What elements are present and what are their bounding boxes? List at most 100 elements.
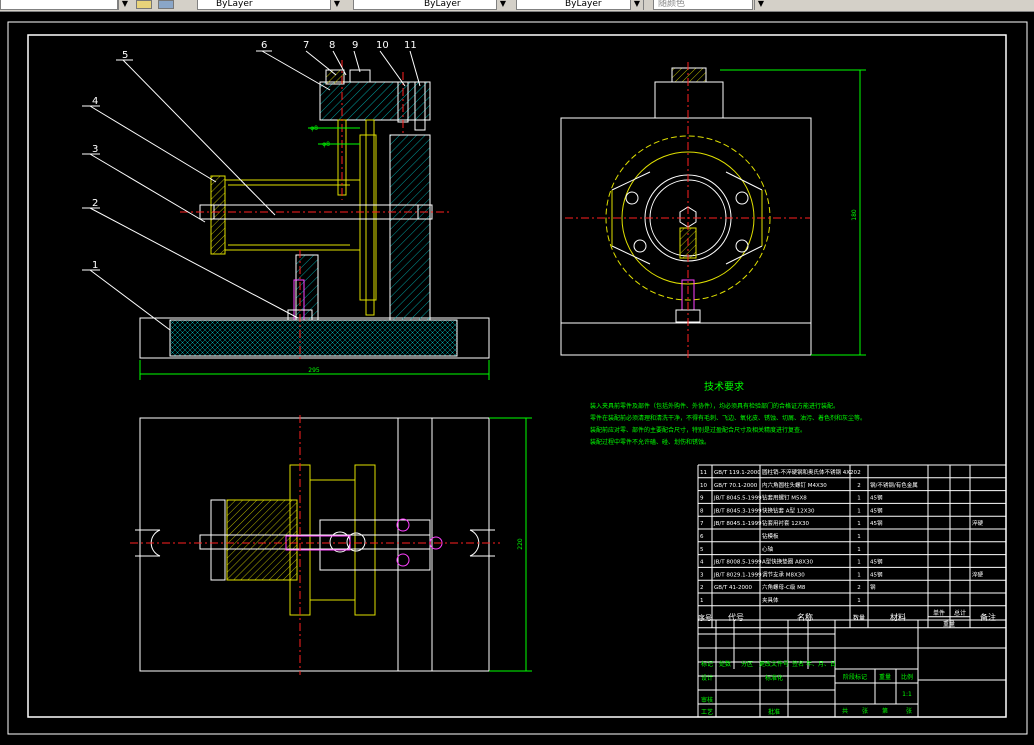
lineweight-dropdown-value: ByLayer [565,0,602,9]
bom-row-material: 45钢 [870,506,883,514]
drawing-outer-frame [7,21,1028,735]
balloon-3: 3 [92,144,98,155]
bom-header-material: 材料 [890,612,906,622]
bom-row-material: 45钢 [870,494,883,502]
bom-row-material: 钢/不锈钢/有色金属 [870,481,918,489]
layer-dropdown[interactable]: ByLayer [197,0,342,10]
color-dropdown[interactable]: 随颜色 [653,0,753,10]
bom-row-no: 11 [700,470,707,476]
bom-row-note: 淬硬 [972,570,984,578]
balloon-2: 2 [92,198,98,209]
bom-row-no: 2 [700,585,704,591]
bom-row-name: 钻模板 [762,532,779,540]
tb-zone: 分区 [741,660,753,668]
tb-count: 处数 [719,660,731,668]
bom-row-code: JB/T 8045.5-1999 [713,496,762,502]
front-view: 295 φ8 φ8 [139,60,490,380]
side-view: 180 [560,62,866,358]
dim-phi-1: φ8 [310,125,318,132]
chevron-down-icon[interactable]: ▼ [118,0,131,10]
bom-row-name: 调节支承 M8X30 [762,570,805,578]
balloon-11: 11 [404,40,417,51]
lineweight-dropdown[interactable]: ByLayer [516,0,644,10]
chevron-down-icon[interactable]: ▼ [630,0,643,10]
chevron-down-icon[interactable]: ▼ [754,0,767,10]
bom-row-name: 圆柱销-不淬硬钢和奥氏体不锈钢 4X20 [762,468,858,476]
dim-top-height: 220 [517,538,524,550]
bom-row-name: 心轴 [762,545,774,553]
bom-row-qty: 1 [857,560,861,566]
chevron-down-icon[interactable]: ▼ [330,0,343,10]
bom-row-material: 45钢 [870,558,883,566]
linetype-dropdown-value: ByLayer [424,0,461,9]
tb-std: 标准化 [765,674,783,682]
tb-sign: 签名 [792,660,804,668]
bom-row-no: 3 [700,572,704,578]
tech-line-2: 零件在装配前必须清理和清洗干净，不得有毛刺、飞边、氧化皮、锈蚀、切屑、油污、着色… [590,414,866,422]
tb-mark: 标记 [701,660,713,668]
bom-row-qty: 2 [857,483,861,489]
layer-stack-icon[interactable] [136,0,152,9]
layer-color-swatch[interactable] [0,0,118,10]
bom-row-code: JB/T 8029.1-1999 [713,572,762,578]
bom-header-unit: 单件 [933,609,945,617]
tb-stage: 阶段标记 [843,673,867,681]
bom-row-no: 8 [700,508,704,514]
top-view: 220 [130,415,532,675]
bom-header-code: 代号 [728,612,744,622]
balloon-1: 1 [92,260,98,271]
bom-row-code: GB/T 119.1-2000 [714,470,761,476]
tb-sheet-n: 张 [862,707,868,715]
bom-row-qty: 1 [857,534,861,540]
balloon-10: 10 [376,40,389,51]
tb-scale: 比例 [901,673,913,681]
tb-check: 审核 [701,696,713,704]
bom-row-qty: 1 [857,547,861,553]
bom-row-code: JB/T 8008.5-1999 [713,560,762,566]
bom-header-no: 序号 [698,613,712,622]
linetype-dropdown[interactable]: ByLayer [353,0,509,10]
properties-toolbar: ▼ ByLayer ▼ ByLayer ▼ ByLayer ▼ 随颜色 ▼ [0,0,1034,12]
bom-row-no: 1 [700,598,704,604]
bom-row-qty: 1 [857,521,861,527]
balloon-8: 8 [329,40,335,51]
bom-row-name: 快换钻套 A型 12X30 [762,506,815,514]
bom-header-note: 备注 [980,612,996,622]
bom-row-qty: 2 [857,470,861,476]
bom-row-name: A型快换垫圈 A8X30 [762,558,814,566]
tb-design: 设计 [701,674,713,682]
bom-row-qty: 1 [857,572,861,578]
bom-row-note: 淬硬 [972,519,984,527]
tb-scale-value: 1:1 [902,691,912,698]
bom-row-no: 4 [700,560,704,566]
tb-craft: 工艺 [701,708,713,716]
bom-row-name: 钻套用衬套 12X30 [762,519,810,527]
dim-front-width: 295 [308,367,320,374]
balloon-6: 6 [261,40,267,51]
color-dropdown-value: 随颜色 [658,0,686,9]
tech-line-1: 装入夹具前零件及部件（包括外购件、外协件），均必须具有检验部门的合格证方能进行装… [590,402,839,410]
tb-change: 更改文件号 [759,660,789,668]
bom-header-name: 名称 [797,612,813,622]
bom-header-qty: 数量 [853,614,865,622]
drawing-canvas[interactable]: 295 φ8 φ8 1 2 3 4 5 6 7 8 9 10 11 [0,11,1034,741]
tb-date: 年、月、日 [806,660,836,668]
chevron-down-icon[interactable]: ▼ [496,0,509,10]
bom-row-qty: 1 [857,496,861,502]
bom-row-material: 钢 [870,583,876,591]
bom-row-material: 45钢 [870,570,883,578]
tech-line-3: 装配前应对零、部件的主要配合尺寸，特别是过盈配合尺寸及相关精度进行复查。 [590,426,806,434]
tb-sheet-m: 张 [906,707,912,715]
tb-weight: 重量 [879,673,891,681]
bom-row-qty: 1 [857,508,861,514]
tech-title: 技术要求 [704,380,744,393]
balloon-4: 4 [92,96,98,107]
balloon-7: 7 [303,40,309,51]
bom-row-no: 7 [700,521,704,527]
layers-icon[interactable] [158,0,174,9]
title-block: 标记 处数 分区 更改文件号 签名 年、月、日 设计 标准化 审核 工艺 批准 … [697,619,1007,718]
bom-header-total: 总计 [954,609,966,617]
technical-requirements: 技术要求 装入夹具前零件及部件（包括外购件、外协件），均必须具有检验部门的合格证… [590,380,866,446]
balloon-9: 9 [352,40,358,51]
